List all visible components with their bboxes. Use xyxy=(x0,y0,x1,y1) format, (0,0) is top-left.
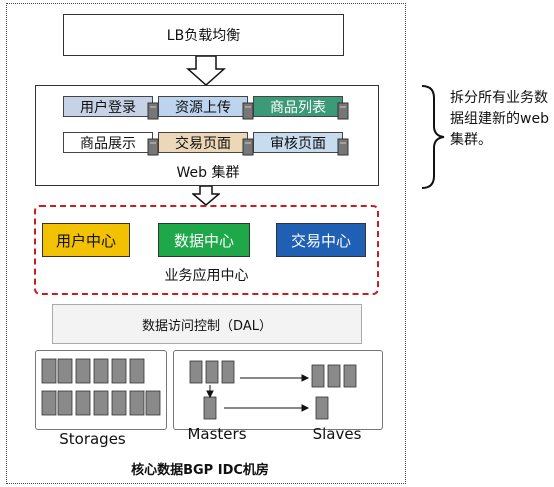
down-arrow-icon xyxy=(186,56,226,86)
lb-label: LB负载均衡 xyxy=(166,28,241,44)
idc-title: 核心数据BGP IDC机房 xyxy=(131,463,269,478)
service-resource-upload: 资源上传 xyxy=(158,96,248,117)
data-center: 数据中心 xyxy=(158,223,250,257)
storage-servers-icon xyxy=(41,358,161,416)
server-icon xyxy=(337,138,349,156)
storages-label: Storages xyxy=(59,430,126,448)
dal-box: 数据访问控制（DAL） xyxy=(52,304,362,344)
service-product-display: 商品展示 xyxy=(63,132,153,153)
business-center-box: 用户中心 数据中心 交易中心 业务应用中心 xyxy=(34,205,379,295)
trade-center: 交易中心 xyxy=(276,223,366,257)
server-icon xyxy=(337,102,349,120)
masters-label: Masters xyxy=(187,425,247,443)
web-cluster-box: 用户登录 资源上传 商品列表 商品展示 交易页面 审核页面 Web 集群 xyxy=(35,85,379,186)
service-review-page: 审核页面 xyxy=(253,132,343,153)
annotation-text: 拆分所有业务数据组建新的web集群。 xyxy=(450,90,549,148)
service-user-login: 用户登录 xyxy=(63,96,153,117)
web-cluster-caption: Web 集群 xyxy=(176,165,240,181)
storage-box xyxy=(35,350,167,430)
business-center-caption: 业务应用中心 xyxy=(164,268,249,284)
server-icon xyxy=(242,102,254,120)
server-icon xyxy=(147,138,159,156)
slaves-label: Slaves xyxy=(312,425,362,443)
user-center: 用户中心 xyxy=(42,223,130,257)
replication-diagram-icon xyxy=(189,360,357,420)
down-arrow-icon xyxy=(192,186,220,206)
server-icon xyxy=(147,102,159,120)
service-trade-page: 交易页面 xyxy=(158,132,248,153)
curly-brace-icon xyxy=(421,85,445,189)
lb-box: LB负载均衡 xyxy=(63,14,344,56)
database-box xyxy=(173,350,383,430)
dal-label: 数据访问控制（DAL） xyxy=(142,318,272,334)
idc-frame xyxy=(6,3,406,484)
service-product-list: 商品列表 xyxy=(253,96,343,117)
server-icon xyxy=(242,138,254,156)
